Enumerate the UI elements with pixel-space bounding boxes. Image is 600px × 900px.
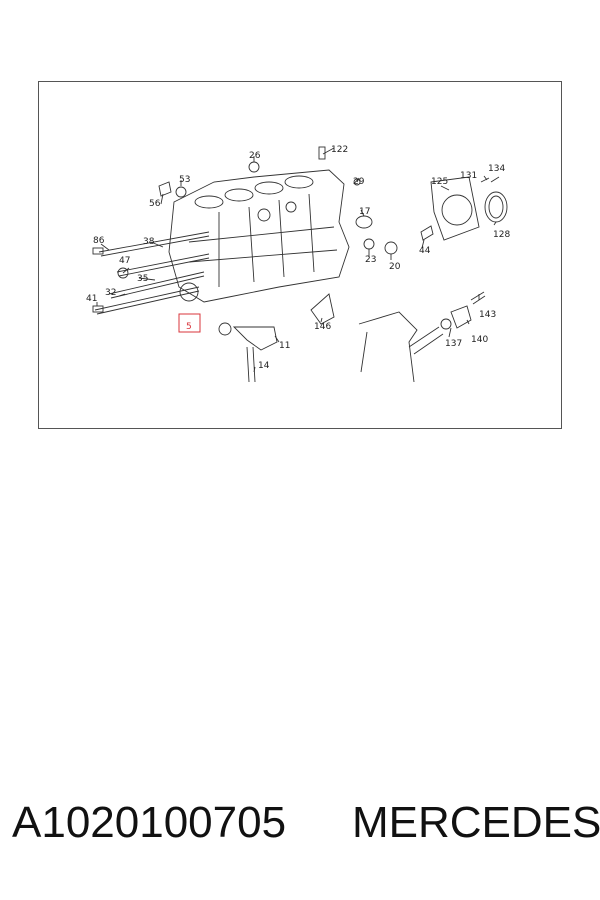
lower-housing: [358, 311, 418, 383]
callout-86: 86: [93, 236, 105, 246]
callout-140: 140: [471, 335, 488, 345]
callout-122: 122: [331, 145, 348, 155]
plug-26: [248, 161, 260, 173]
callout-11: 11: [279, 341, 290, 351]
callout-17: 17: [359, 207, 370, 217]
bolt-131-134: [480, 176, 500, 183]
plug-44: [420, 225, 434, 241]
cylinder-bore: [224, 188, 254, 202]
plug-41: [92, 305, 104, 313]
part-number: A1020100705: [12, 798, 287, 847]
front-seal-ring: [179, 282, 199, 302]
callout-143: 143: [479, 310, 496, 320]
callout-137: 137: [445, 339, 462, 349]
pipe-137: [408, 326, 444, 355]
engine-block-outline: [168, 169, 350, 303]
cylinder-bore: [284, 175, 314, 189]
washer: [218, 322, 232, 336]
callout-53: 53: [179, 175, 190, 185]
rod-32: [108, 271, 205, 299]
callout-32: 32: [105, 288, 116, 298]
callout-38: 38: [143, 237, 155, 247]
callout-56: 56: [149, 199, 161, 209]
callout-23: 23: [365, 255, 376, 265]
callout-35: 35: [137, 274, 148, 284]
plug-56: [158, 181, 172, 197]
plug-53: [175, 186, 187, 198]
highlighted-part-label: 5: [186, 322, 192, 332]
callout-26: 26: [249, 151, 261, 161]
plug-20: [384, 241, 398, 255]
callout-44: 44: [419, 246, 431, 256]
rod-41: [94, 286, 200, 315]
plug-86: [92, 247, 104, 255]
rod-47: [116, 253, 210, 277]
exploded-parts-diagram: 26 122 53 56 29 17 125 131 134 128 44 86…: [86, 145, 510, 383]
rod-86: [98, 231, 210, 257]
block-rib: [218, 193, 315, 287]
seal-ring-128-inner: [488, 195, 504, 219]
plug-23: [363, 238, 375, 250]
plug-47: [117, 267, 129, 279]
seal-ring-128: [484, 191, 508, 223]
callout-47: 47: [119, 256, 130, 266]
rear-cover-125: [430, 176, 480, 241]
callout-14: 14: [258, 361, 270, 371]
footer: A1020100705 MERCEDES: [0, 798, 600, 868]
bolt-143: [470, 291, 486, 305]
callout-41: 41: [86, 294, 97, 304]
diagram-frame: 26 122 53 56 29 17 125 131 134 128 44 86…: [38, 81, 562, 429]
rear-cover-opening: [441, 194, 473, 226]
block-port: [285, 201, 297, 213]
plug-17: [355, 215, 373, 229]
callout-131: 131: [460, 171, 477, 181]
flange-140: [450, 305, 472, 329]
callout-134: 134: [488, 164, 505, 174]
highlight-box-part-5[interactable]: [178, 313, 201, 333]
mount-146: [310, 293, 335, 325]
cylinder-bore: [254, 181, 284, 195]
callout-125: 125: [431, 177, 448, 187]
sensor-14: [246, 346, 256, 383]
callout-128: 128: [493, 230, 510, 240]
callout-leaders: [96, 147, 497, 373]
block-detail-line: [188, 226, 338, 263]
callout-146: 146: [314, 322, 331, 332]
gasket-137: [440, 318, 452, 330]
brand-name: MERCEDES: [352, 798, 600, 847]
callout-29: 29: [353, 177, 365, 187]
block-port: [257, 208, 271, 222]
pin-29: [353, 178, 361, 186]
cylinder-bore: [194, 195, 224, 209]
bracket-11: [232, 326, 278, 351]
callout-20: 20: [389, 262, 401, 272]
